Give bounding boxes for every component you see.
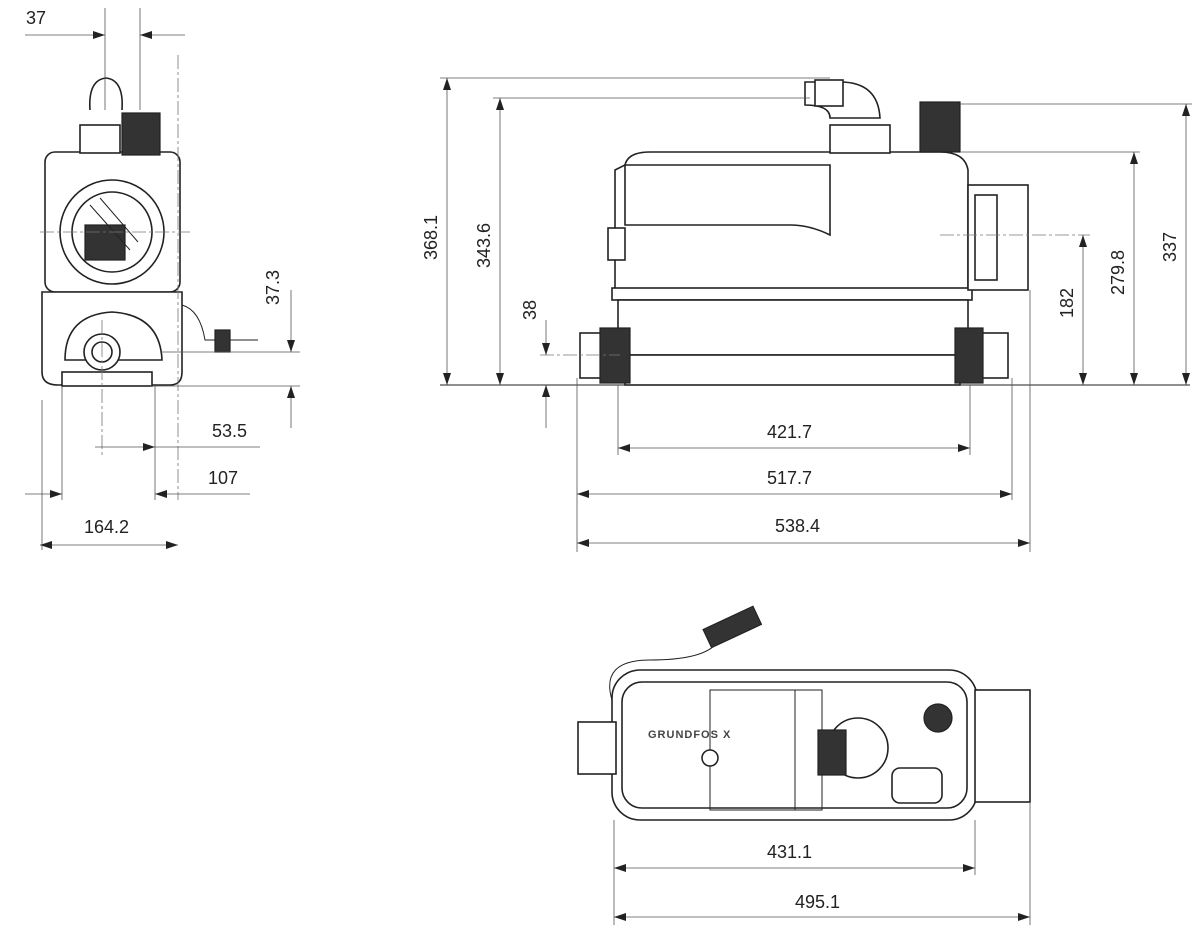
dim-495-1: 495.1	[795, 892, 840, 912]
dim-38: 38	[520, 300, 540, 320]
dimension-lines	[25, 8, 1192, 925]
top-view: GRUNDFOS X	[577, 605, 1031, 821]
dim-343-6: 343.6	[474, 223, 494, 268]
dim-279-8: 279.8	[1108, 250, 1128, 295]
dim-368-1: 368.1	[421, 215, 441, 260]
dim-37: 37	[26, 8, 46, 28]
dim-517-7: 517.7	[767, 468, 812, 488]
dim-431-1: 431.1	[767, 842, 812, 862]
dim-53-5: 53.5	[212, 421, 247, 441]
grundfos-logo: GRUNDFOS X	[648, 729, 731, 741]
dim-421-7: 421.7	[767, 422, 812, 442]
dim-37-3: 37.3	[263, 270, 283, 305]
dim-538-4: 538.4	[775, 516, 820, 536]
dim-164-2: 164.2	[84, 517, 129, 537]
dim-107: 107	[208, 468, 238, 488]
dim-337: 337	[1160, 232, 1180, 262]
side-view	[440, 79, 1190, 386]
front-view	[40, 55, 258, 500]
dim-182: 182	[1057, 288, 1077, 318]
dimension-labels: 37 37.3 53.5 107 164.2 368.1 343.6 38 42…	[26, 8, 1180, 912]
